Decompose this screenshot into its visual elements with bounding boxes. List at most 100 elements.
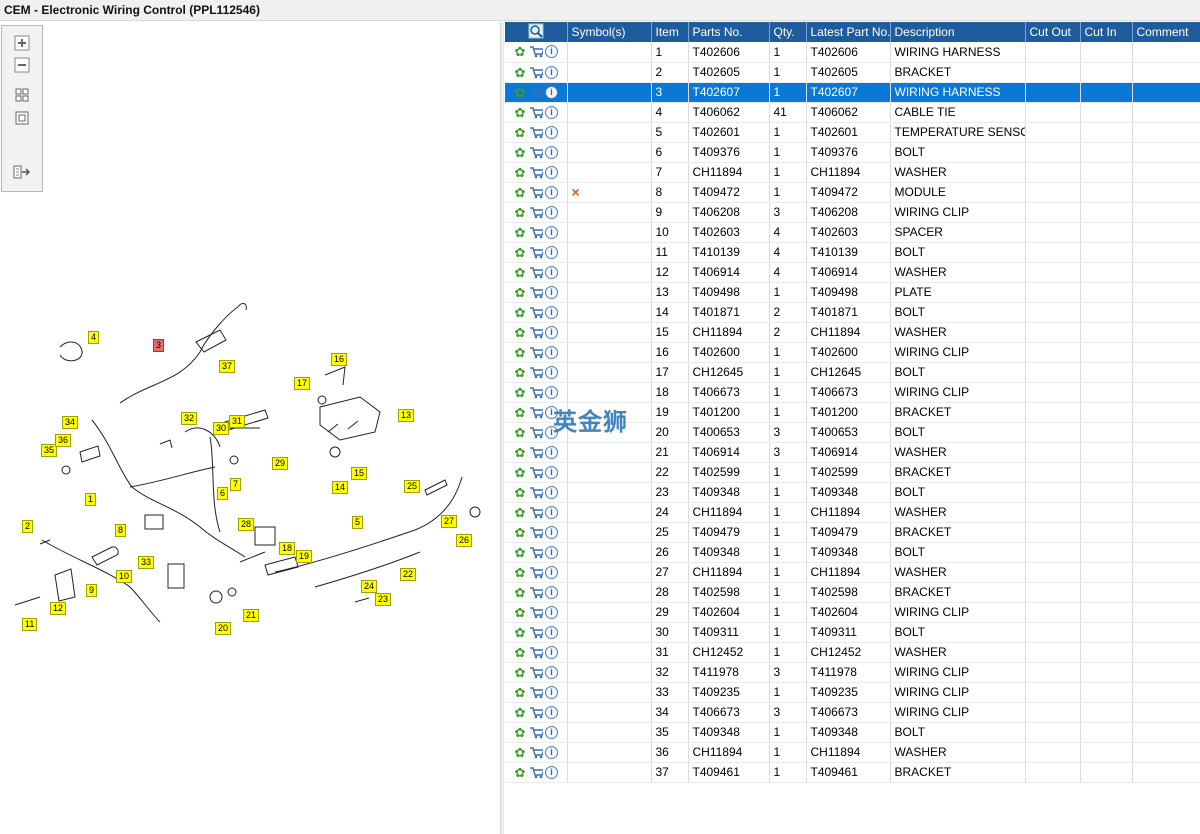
shopping-cart-icon[interactable] (529, 245, 543, 259)
gear-icon[interactable]: ✿ (514, 344, 526, 360)
column-header-description[interactable]: Description (890, 22, 1026, 42)
callout-34[interactable]: 34 (62, 416, 79, 429)
info-icon[interactable]: i (545, 105, 558, 119)
gear-icon[interactable]: ✿ (514, 604, 526, 620)
shopping-cart-icon[interactable] (529, 265, 543, 279)
shopping-cart-icon[interactable] (529, 585, 543, 599)
zoom-in-icon[interactable] (12, 34, 32, 52)
info-icon[interactable]: i (545, 445, 558, 459)
gear-icon[interactable]: ✿ (514, 244, 526, 260)
callout-4[interactable]: 4 (88, 331, 100, 344)
shopping-cart-icon[interactable] (529, 445, 543, 459)
gear-icon[interactable]: ✿ (514, 404, 526, 420)
shopping-cart-icon[interactable] (529, 65, 543, 79)
info-icon[interactable]: i (545, 385, 558, 399)
info-icon[interactable]: i (545, 505, 558, 519)
gear-icon[interactable]: ✿ (514, 224, 526, 240)
gear-icon[interactable]: ✿ (514, 384, 526, 400)
shopping-cart-icon[interactable] (529, 605, 543, 619)
shopping-cart-icon[interactable] (529, 45, 543, 59)
callout-19[interactable]: 19 (296, 550, 313, 563)
callout-24[interactable]: 24 (361, 580, 378, 593)
export-icon[interactable] (12, 163, 32, 181)
gear-icon[interactable]: ✿ (514, 584, 526, 600)
shopping-cart-icon[interactable] (529, 145, 543, 159)
callout-6[interactable]: 6 (217, 487, 229, 500)
info-icon[interactable]: i (545, 265, 558, 279)
info-icon[interactable]: i (545, 425, 558, 439)
callout-14[interactable]: 14 (332, 481, 349, 494)
callout-15[interactable]: 15 (351, 467, 368, 480)
gear-icon[interactable]: ✿ (514, 164, 526, 180)
info-icon[interactable]: i (545, 565, 558, 579)
callout-26[interactable]: 26 (456, 534, 473, 547)
info-icon[interactable]: i (545, 85, 558, 99)
info-icon[interactable]: i (545, 345, 558, 359)
info-icon[interactable]: i (545, 225, 558, 239)
info-icon[interactable]: i (545, 625, 558, 639)
shopping-cart-icon[interactable] (529, 125, 543, 139)
shopping-cart-icon[interactable] (529, 365, 543, 379)
gear-icon[interactable]: ✿ (514, 264, 526, 280)
info-icon[interactable]: i (545, 205, 558, 219)
info-icon[interactable]: i (545, 465, 558, 479)
callout-35[interactable]: 35 (41, 444, 58, 457)
info-icon[interactable]: i (545, 325, 558, 339)
shopping-cart-icon[interactable] (529, 505, 543, 519)
search-icon[interactable] (528, 23, 544, 42)
callout-37[interactable]: 37 (219, 360, 236, 373)
gear-icon[interactable]: ✿ (514, 144, 526, 160)
shopping-cart-icon[interactable] (529, 465, 543, 479)
shopping-cart-icon[interactable] (529, 685, 543, 699)
info-icon[interactable]: i (545, 645, 558, 659)
shopping-cart-icon[interactable] (529, 425, 543, 439)
column-header-search[interactable] (505, 22, 568, 42)
shopping-cart-icon[interactable] (529, 385, 543, 399)
shopping-cart-icon[interactable] (529, 705, 543, 719)
gear-icon[interactable]: ✿ (514, 484, 526, 500)
gear-icon[interactable]: ✿ (514, 124, 526, 140)
callout-29[interactable]: 29 (272, 457, 289, 470)
gear-icon[interactable]: ✿ (514, 324, 526, 340)
gear-icon[interactable]: ✿ (514, 664, 526, 680)
gear-icon[interactable]: ✿ (514, 744, 526, 760)
gear-icon[interactable]: ✿ (514, 544, 526, 560)
gear-icon[interactable]: ✿ (514, 724, 526, 740)
shopping-cart-icon[interactable] (529, 85, 543, 99)
column-header-symbols[interactable]: Symbol(s) (567, 22, 652, 42)
gear-icon[interactable]: ✿ (514, 704, 526, 720)
gear-icon[interactable]: ✿ (514, 184, 526, 200)
gear-icon[interactable]: ✿ (514, 564, 526, 580)
gear-icon[interactable]: ✿ (514, 684, 526, 700)
info-icon[interactable]: i (545, 605, 558, 619)
column-header-cut-out[interactable]: Cut Out (1025, 22, 1081, 42)
shopping-cart-icon[interactable] (529, 185, 543, 199)
callout-10[interactable]: 10 (116, 570, 133, 583)
callout-22[interactable]: 22 (400, 568, 417, 581)
column-header-comment[interactable]: Comment (1132, 22, 1200, 42)
exploded-parts-diagram[interactable]: 1 2 3 4 5 6 7 8 9 10 11 12 13 14 15 16 1… (0, 272, 500, 652)
shopping-cart-icon[interactable] (529, 765, 543, 779)
callout-1[interactable]: 1 (85, 493, 97, 506)
